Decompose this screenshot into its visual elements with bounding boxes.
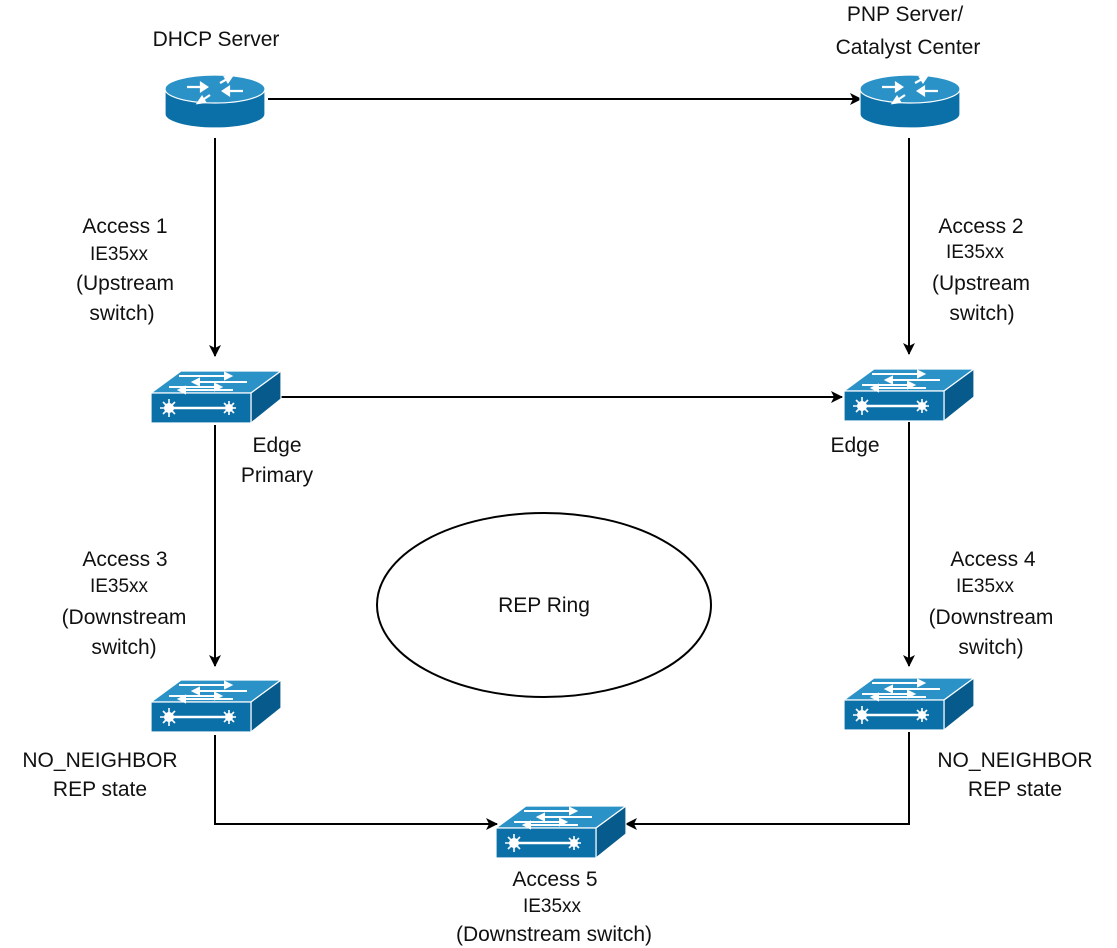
access5-model: IE35xx bbox=[523, 896, 582, 917]
access4-switch-icon[interactable] bbox=[842, 676, 976, 732]
access4-name: Access 4 bbox=[950, 548, 1036, 571]
access3-model: IE35xx bbox=[90, 576, 149, 597]
access4-state-line2: REP state bbox=[968, 778, 1062, 801]
access3-state-line2: REP state bbox=[53, 778, 147, 801]
access4-role-line2: switch) bbox=[958, 636, 1023, 659]
access3-state-line1: NO_NEIGHBOR bbox=[22, 749, 177, 772]
access5-role: (Downstream switch) bbox=[456, 923, 652, 946]
access4-role-line1: (Downstream bbox=[929, 606, 1054, 629]
access2-role-line1: (Upstream bbox=[932, 272, 1030, 295]
connections bbox=[209, 93, 915, 830]
pnp-server-label-line2: Catalyst Center bbox=[836, 36, 981, 59]
dhcp-server-router-icon[interactable] bbox=[163, 73, 267, 130]
access3-switch-icon[interactable] bbox=[149, 678, 283, 734]
pnp-server-label-line1: PNP Server/ bbox=[847, 3, 963, 26]
access1-name: Access 1 bbox=[82, 215, 167, 238]
access2-model: IE35xx bbox=[946, 242, 1005, 263]
link-access3-to-access5 bbox=[214, 735, 498, 830]
access2-role-line2: switch) bbox=[949, 302, 1014, 325]
access1-role-line2: switch) bbox=[89, 302, 154, 325]
access2-name: Access 2 bbox=[938, 215, 1023, 238]
access3-name: Access 3 bbox=[82, 548, 167, 571]
access4-model: IE35xx bbox=[956, 576, 1015, 597]
access4-state-line1: NO_NEIGHBOR bbox=[937, 749, 1092, 772]
access1-role-line1: (Upstream bbox=[76, 272, 174, 295]
access3-role-line1: (Downstream bbox=[62, 606, 187, 629]
access1-model: IE35xx bbox=[90, 244, 149, 265]
access3-role-line2: switch) bbox=[91, 636, 156, 659]
dhcp-server-label: DHCP Server bbox=[153, 28, 280, 51]
access5-switch-icon[interactable] bbox=[494, 804, 628, 860]
edge-primary-label-line2: Primary bbox=[241, 464, 314, 487]
rep-ring-label: REP Ring bbox=[498, 594, 590, 617]
edge-label: Edge bbox=[830, 434, 879, 457]
access5-name: Access 5 bbox=[512, 868, 597, 891]
rep-ring-ellipse bbox=[376, 512, 712, 698]
edge-primary-label-line1: Edge bbox=[252, 434, 301, 457]
access1-switch-icon[interactable] bbox=[149, 369, 283, 425]
access2-switch-icon[interactable] bbox=[842, 367, 976, 423]
link-access4-to-access5 bbox=[625, 732, 910, 830]
pnp-server-router-icon[interactable] bbox=[858, 73, 962, 130]
